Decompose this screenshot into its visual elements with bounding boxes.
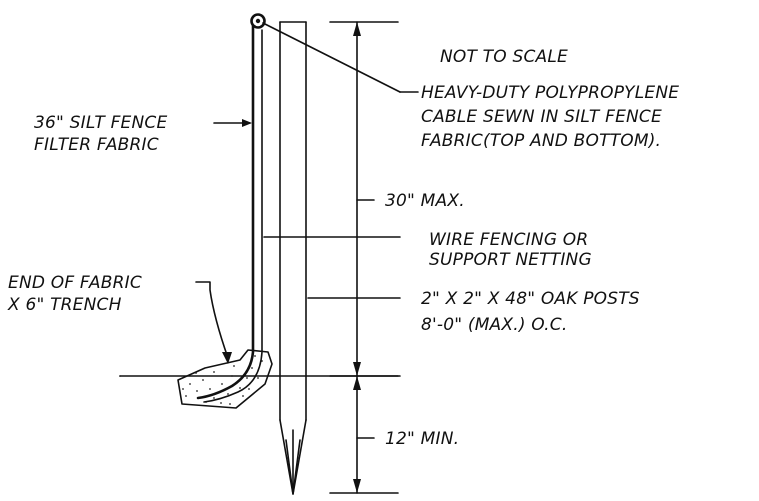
trench-fill-dots [182, 355, 263, 405]
height-dimension-label: 30" MAX. [385, 191, 465, 211]
dimension-line [329, 21, 399, 494]
wire-label-line-1: WIRE FENCING OR [429, 230, 588, 250]
posts-label-line-1: 2" X 2" X 48" OAK POSTS [421, 289, 640, 309]
silt-fence-fabric [196, 24, 263, 403]
trench-outline [177, 349, 273, 409]
cable-label-line-2: CABLE SEWN IN SILT FENCE [421, 107, 662, 127]
fabric-label-line-1: 36" SILT FENCE [34, 113, 167, 133]
posts-label-line-2: 8'-0" (MAX.) O.C. [421, 315, 567, 335]
fabric-label-line-2: FILTER FABRIC [34, 135, 159, 155]
embedment-dimension-label: 12" MIN. [385, 429, 459, 449]
not-to-scale-note: NOT TO SCALE [440, 47, 568, 67]
cable-label-line-3: FABRIC(TOP AND BOTTOM). [421, 131, 661, 151]
trench-label-line-1: END OF FABRIC [8, 273, 142, 293]
leader-lines [195, 22, 419, 364]
trench [119, 349, 273, 409]
oak-post [279, 21, 307, 495]
trench-label-line-2: X 6" TRENCH [7, 295, 122, 315]
wire-label-line-2: SUPPORT NETTING [429, 250, 592, 270]
cable-label-line-1: HEAVY-DUTY POLYPROPYLENE [421, 83, 679, 103]
top-cable [250, 13, 266, 29]
